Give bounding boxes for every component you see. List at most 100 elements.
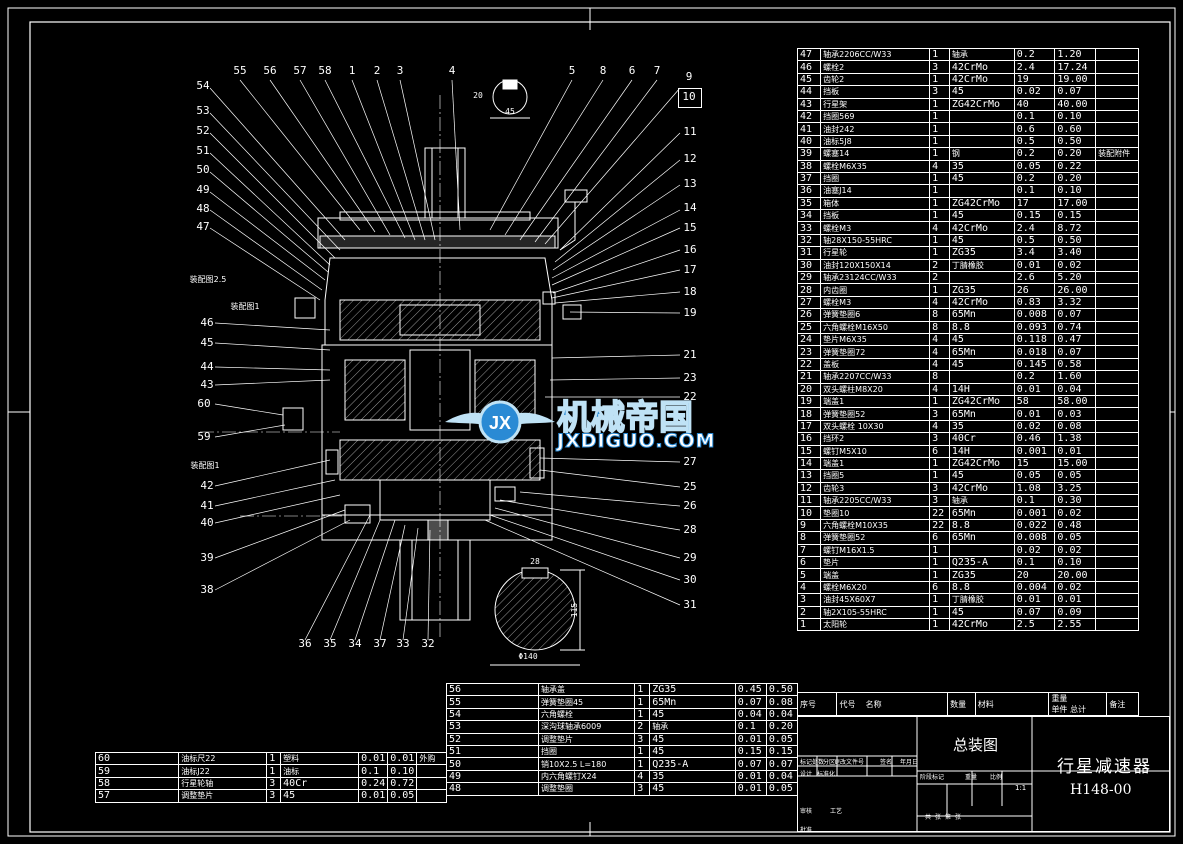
bom-cell: 42 — [796, 109, 822, 124]
title-block-label: 阶段标记 — [920, 774, 945, 781]
dimension-label: 20 — [473, 91, 483, 100]
bom-cell — [1095, 308, 1139, 322]
bom-cell: 32 — [796, 233, 822, 248]
bom-cell: 挡圈569 — [820, 109, 931, 124]
dimension-label: 28 — [530, 557, 540, 566]
bom-cell: 2.6 — [1013, 271, 1056, 285]
part-balloon: 19 — [683, 306, 697, 319]
bom-cell: 8 — [929, 320, 950, 335]
bom-cell: 45 — [948, 605, 1015, 619]
watermark-logo: JX — [445, 392, 555, 456]
bom-cell: 垫片 — [820, 555, 931, 570]
bom-cell: 0.01 — [734, 782, 767, 796]
bom-cell: 轴承2206CC/W33 — [820, 47, 931, 62]
bom-cell: 7 — [796, 543, 822, 558]
bom-cell: 3 — [929, 85, 950, 99]
bom-cell: 22 — [929, 518, 950, 533]
bom-cell: 40Cr — [280, 776, 360, 791]
bom-cell: 太阳轮 — [820, 617, 931, 632]
bom-cell: 2.5 — [1013, 617, 1056, 632]
part-balloon: 33 — [396, 637, 410, 650]
bom-cell: 45 — [948, 469, 1015, 483]
bom-cell — [1095, 444, 1139, 458]
bom-cell: 0.018 — [1013, 345, 1056, 359]
bom-cell: 4 — [929, 221, 950, 235]
bom-cell: 0.24 — [358, 776, 389, 791]
bom-cell: 1 — [929, 184, 950, 198]
bom-cell: 20.00 — [1054, 568, 1097, 582]
bom-cell: 行星轮 — [820, 246, 931, 260]
bom-cell: 螺栓M6X35 — [820, 159, 931, 173]
bom-cell: 45 — [948, 233, 1015, 248]
bom-cell: 行星轮轴 — [178, 776, 268, 791]
bom-cell — [1095, 518, 1139, 533]
part-balloon: 30 — [683, 573, 697, 586]
bom-cell: 轴承2207CC/W33 — [820, 370, 931, 384]
bom-cell: 1.08 — [1013, 481, 1056, 496]
bom-cell — [1095, 394, 1139, 409]
bom-cell: 0.15 — [1054, 209, 1097, 223]
bom-cell: 3.4 — [1013, 246, 1056, 260]
part-balloon: 32 — [421, 637, 435, 650]
bom-cell: 轴2X105-55HRC — [820, 605, 931, 619]
part-balloon: 37 — [373, 637, 387, 650]
bom-cell: 0.20 — [1054, 171, 1097, 186]
bom-cell: 1 — [929, 605, 950, 619]
bom-cell: 1 — [929, 109, 950, 124]
bom-cell: 齿轮2 — [820, 72, 931, 87]
bom-cell: 3 — [796, 593, 822, 607]
bom-cell: 43 — [796, 97, 822, 111]
bom-cell: 6 — [796, 555, 822, 570]
title-block-label: 设计 — [800, 771, 813, 778]
part-balloon: 28 — [683, 523, 697, 536]
part-balloon: 44 — [200, 360, 214, 373]
bom-cell — [1095, 332, 1139, 347]
bom-cell: 双头螺栓 10X30 — [820, 419, 931, 434]
bom-cell: 0.118 — [1013, 332, 1056, 347]
bom-cell: 37 — [796, 171, 822, 186]
part-balloon: 27 — [683, 455, 697, 468]
title-block-label: 标记 — [800, 759, 813, 766]
bom-cell: 0.022 — [1013, 518, 1056, 533]
bom-cell: 0.008 — [1013, 531, 1056, 545]
part-balloon: 31 — [683, 598, 697, 611]
bom-cell: 45 — [948, 332, 1015, 347]
bom-cell: 0.10 — [1054, 555, 1097, 570]
bom-cell: 2 — [929, 271, 950, 285]
bom-cell: 六角螺栓M10X35 — [820, 518, 931, 533]
bom-cell: 1 — [929, 394, 950, 409]
bom-cell: 0.15 — [765, 744, 799, 759]
bom-cell: Q235-A — [649, 757, 736, 771]
bom-cell: 58 — [1013, 394, 1056, 409]
bom-cell: 0.1 — [1013, 494, 1056, 508]
bom-cell: 0.07 — [1013, 605, 1056, 619]
bom-cell: 轴承盖 — [537, 682, 636, 697]
part-balloon: 25 — [683, 480, 697, 493]
bom-cell — [1095, 258, 1139, 273]
bom-cell: 14H — [948, 382, 1015, 396]
balloon-box — [678, 88, 702, 108]
bom-cell: 丁腈橡胶 — [948, 258, 1015, 273]
bom-cell: 55 — [446, 695, 539, 709]
bom-cell: 4 — [929, 295, 950, 310]
bom-cell — [948, 109, 1015, 124]
bom-cell: 45 — [948, 85, 1015, 99]
bom-cell: 1 — [929, 456, 950, 471]
bom-cell: 0.01 — [734, 769, 767, 784]
part-balloon: 6 — [628, 64, 636, 77]
bom-header-code: 代号 — [839, 699, 856, 709]
bom-cell: 3 — [634, 732, 651, 746]
